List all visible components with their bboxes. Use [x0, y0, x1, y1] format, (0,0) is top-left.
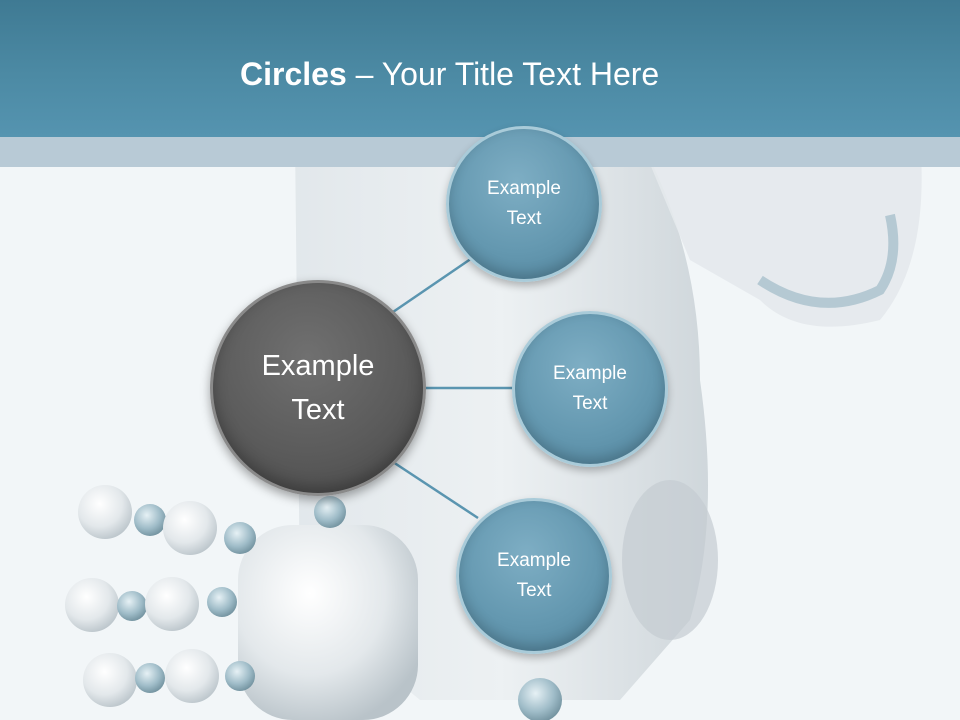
center-circle-label: Example Text	[261, 350, 375, 426]
title-bold: Circles	[240, 56, 347, 92]
header-band	[0, 0, 960, 137]
slide-title: Circles – Your Title Text Here	[240, 56, 659, 93]
satellite-circle-3-label: Example Text	[497, 550, 571, 601]
satellite-circle-2[interactable]: Example Text	[512, 311, 668, 467]
satellite-circle-1-label: Example Text	[487, 178, 561, 229]
connector-3	[392, 460, 479, 520]
center-circle[interactable]: Example Text	[210, 280, 426, 496]
satellite-circle-2-label: Example Text	[553, 363, 627, 414]
title-rest: – Your Title Text Here	[346, 56, 660, 92]
connector-1	[392, 252, 479, 314]
satellite-circle-1[interactable]: Example Text	[446, 126, 602, 282]
satellite-circle-3[interactable]: Example Text	[456, 498, 612, 654]
